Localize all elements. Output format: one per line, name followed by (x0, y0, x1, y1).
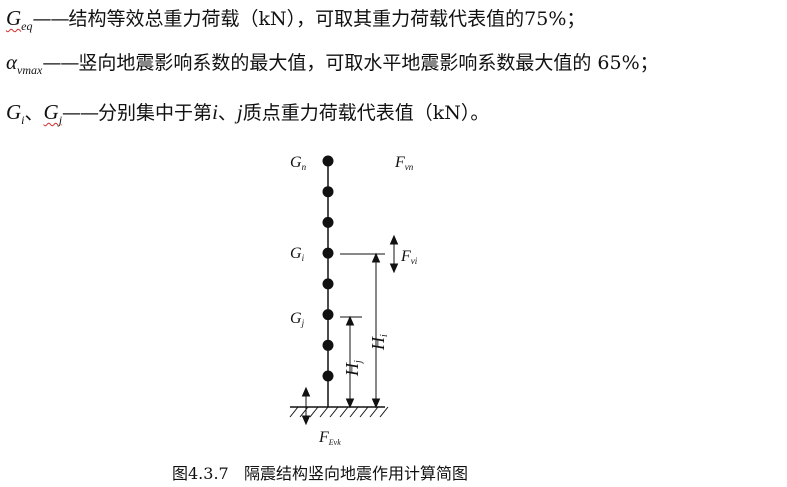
definition-text-a: 分别集中于第 (98, 102, 213, 124)
definition-alpha-vmax: αvmax——竖向地震影响系数的最大值，可取水平地震影响系数最大值的 65%； (6, 50, 659, 82)
figure-caption: 图4.3.7 隔震结构竖向地震作用计算简图 (172, 460, 468, 484)
definition-text: 结构等效总重力荷载（kN），可取其重力荷载代表值的75%； (68, 8, 586, 30)
dimension-hi (371, 252, 381, 409)
dash: —— (42, 52, 79, 74)
separator: 、 (24, 102, 44, 124)
definition-text: 竖向地震影响系数的最大值，可取水平地震影响系数最大值的 65%； (78, 52, 659, 74)
var-j: j (236, 100, 243, 124)
separator: 、 (217, 102, 237, 124)
label-hj: Hj (342, 360, 364, 377)
dimension-hj (345, 315, 355, 409)
label-hi: Hi (368, 334, 390, 351)
symbol-gi: Gi (6, 100, 25, 128)
label-fevk: FEvk (318, 429, 341, 447)
figure-title: 隔震结构竖向地震作用计算简图 (243, 464, 468, 483)
symbol-geq: Geq (6, 6, 33, 34)
var-i: i (212, 100, 218, 124)
symbol-alpha-vmax: αvmax (6, 50, 43, 78)
label-fvi: Fvi (400, 248, 418, 266)
symbol-gj: Gj (43, 100, 63, 128)
label-gi: Gi (290, 245, 305, 263)
ground-hatching (289, 406, 389, 418)
force-arrow-fvi (389, 234, 399, 274)
dash: —— (62, 102, 99, 124)
mass-point (322, 155, 334, 167)
mass-point (322, 370, 334, 382)
mass-point (322, 339, 334, 351)
mass-point (322, 309, 334, 321)
label-gj: Gj (290, 310, 305, 328)
mass-point (322, 216, 334, 228)
mass-point (322, 278, 334, 290)
mass-point (322, 247, 334, 259)
definition-gi-gj: Gi、Gj——分别集中于第i、j质点重力荷载代表值（kN）。 (6, 100, 489, 132)
figure-number: 图4.3.7 (172, 464, 229, 483)
label-fvn: Fvn (394, 154, 414, 172)
mass-point (322, 186, 334, 198)
label-gn: Gn (290, 154, 307, 172)
mass-points (322, 155, 334, 382)
definition-geq: Geq——结构等效总重力荷载（kN），可取其重力荷载代表值的75%； (6, 6, 585, 38)
definition-text-b: 质点重力荷载代表值（kN）。 (242, 102, 490, 124)
force-arrow-fevk (301, 386, 311, 426)
dash: —— (32, 8, 70, 30)
